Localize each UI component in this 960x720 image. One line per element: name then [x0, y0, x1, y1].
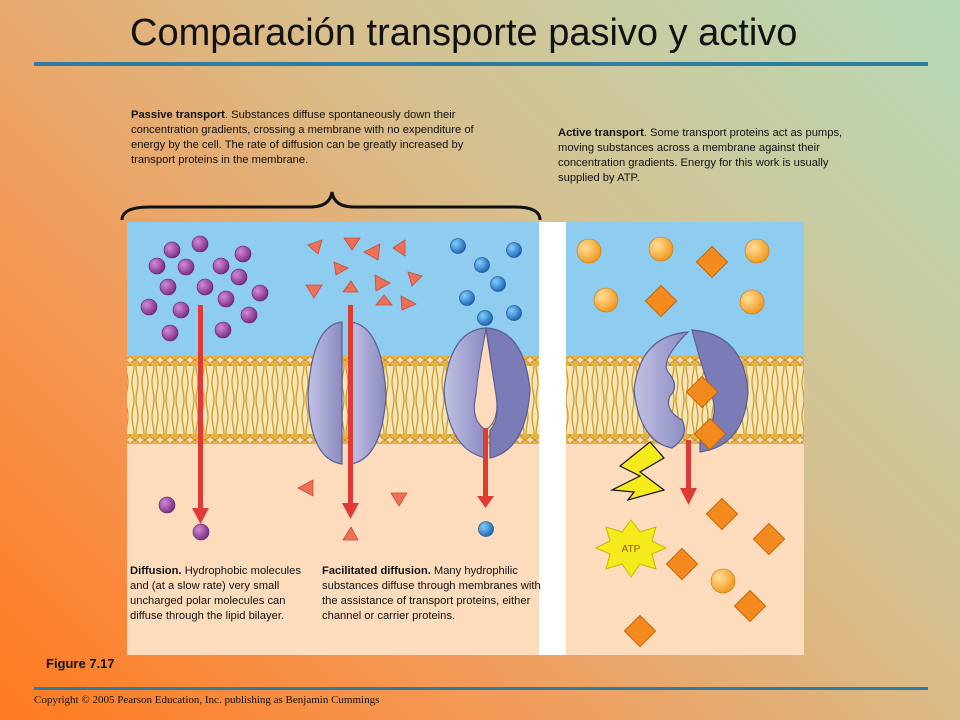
pumped-balls [576, 236, 770, 594]
copyright-notice: Copyright © 2005 Pearson Education, Inc.… [34, 694, 380, 706]
passive-transport-caption: Passive transport. Substances diffuse sp… [131, 108, 481, 168]
panel-divider [539, 222, 566, 655]
facilitated-heading: Facilitated diffusion. [322, 565, 431, 577]
passive-brace [120, 191, 542, 221]
atp-label: ATP [622, 544, 641, 555]
active-panel [566, 222, 804, 655]
channel-molecules [297, 237, 423, 541]
atp-burst-icon [594, 519, 668, 578]
passive-heading: Passive transport [131, 109, 225, 121]
title-rule [34, 62, 928, 66]
passive-body: . Substances diffuse spontaneously down … [131, 109, 474, 166]
pumped-diamonds [623, 245, 786, 648]
active-transport-caption: Active transport. Some transport protein… [558, 126, 858, 186]
flow-arrows [192, 305, 697, 524]
carrier-protein [443, 327, 531, 459]
facilitated-body: Many hydrophilic substances diffuse thro… [322, 565, 541, 622]
energy-bolt [609, 441, 666, 502]
diffusion-body: Hydrophobic molecules and (at a slow rat… [130, 565, 301, 622]
footer-rule [34, 687, 928, 690]
active-heading: Active transport [558, 127, 644, 139]
slide-title: Comparación transporte pasivo y activo [130, 12, 798, 54]
diffusion-heading: Diffusion. [130, 565, 182, 577]
channel-protein [307, 321, 387, 465]
diffusion-caption: Diffusion. Hydrophobic molecules and (at… [130, 564, 305, 624]
facilitated-diffusion-caption: Facilitated diffusion. Many hydrophilic … [322, 564, 554, 624]
diffusion-molecules [140, 235, 269, 541]
active-body: . Some transport proteins act as pumps, … [558, 127, 843, 184]
figure-label: Figure 7.17 [46, 656, 115, 671]
